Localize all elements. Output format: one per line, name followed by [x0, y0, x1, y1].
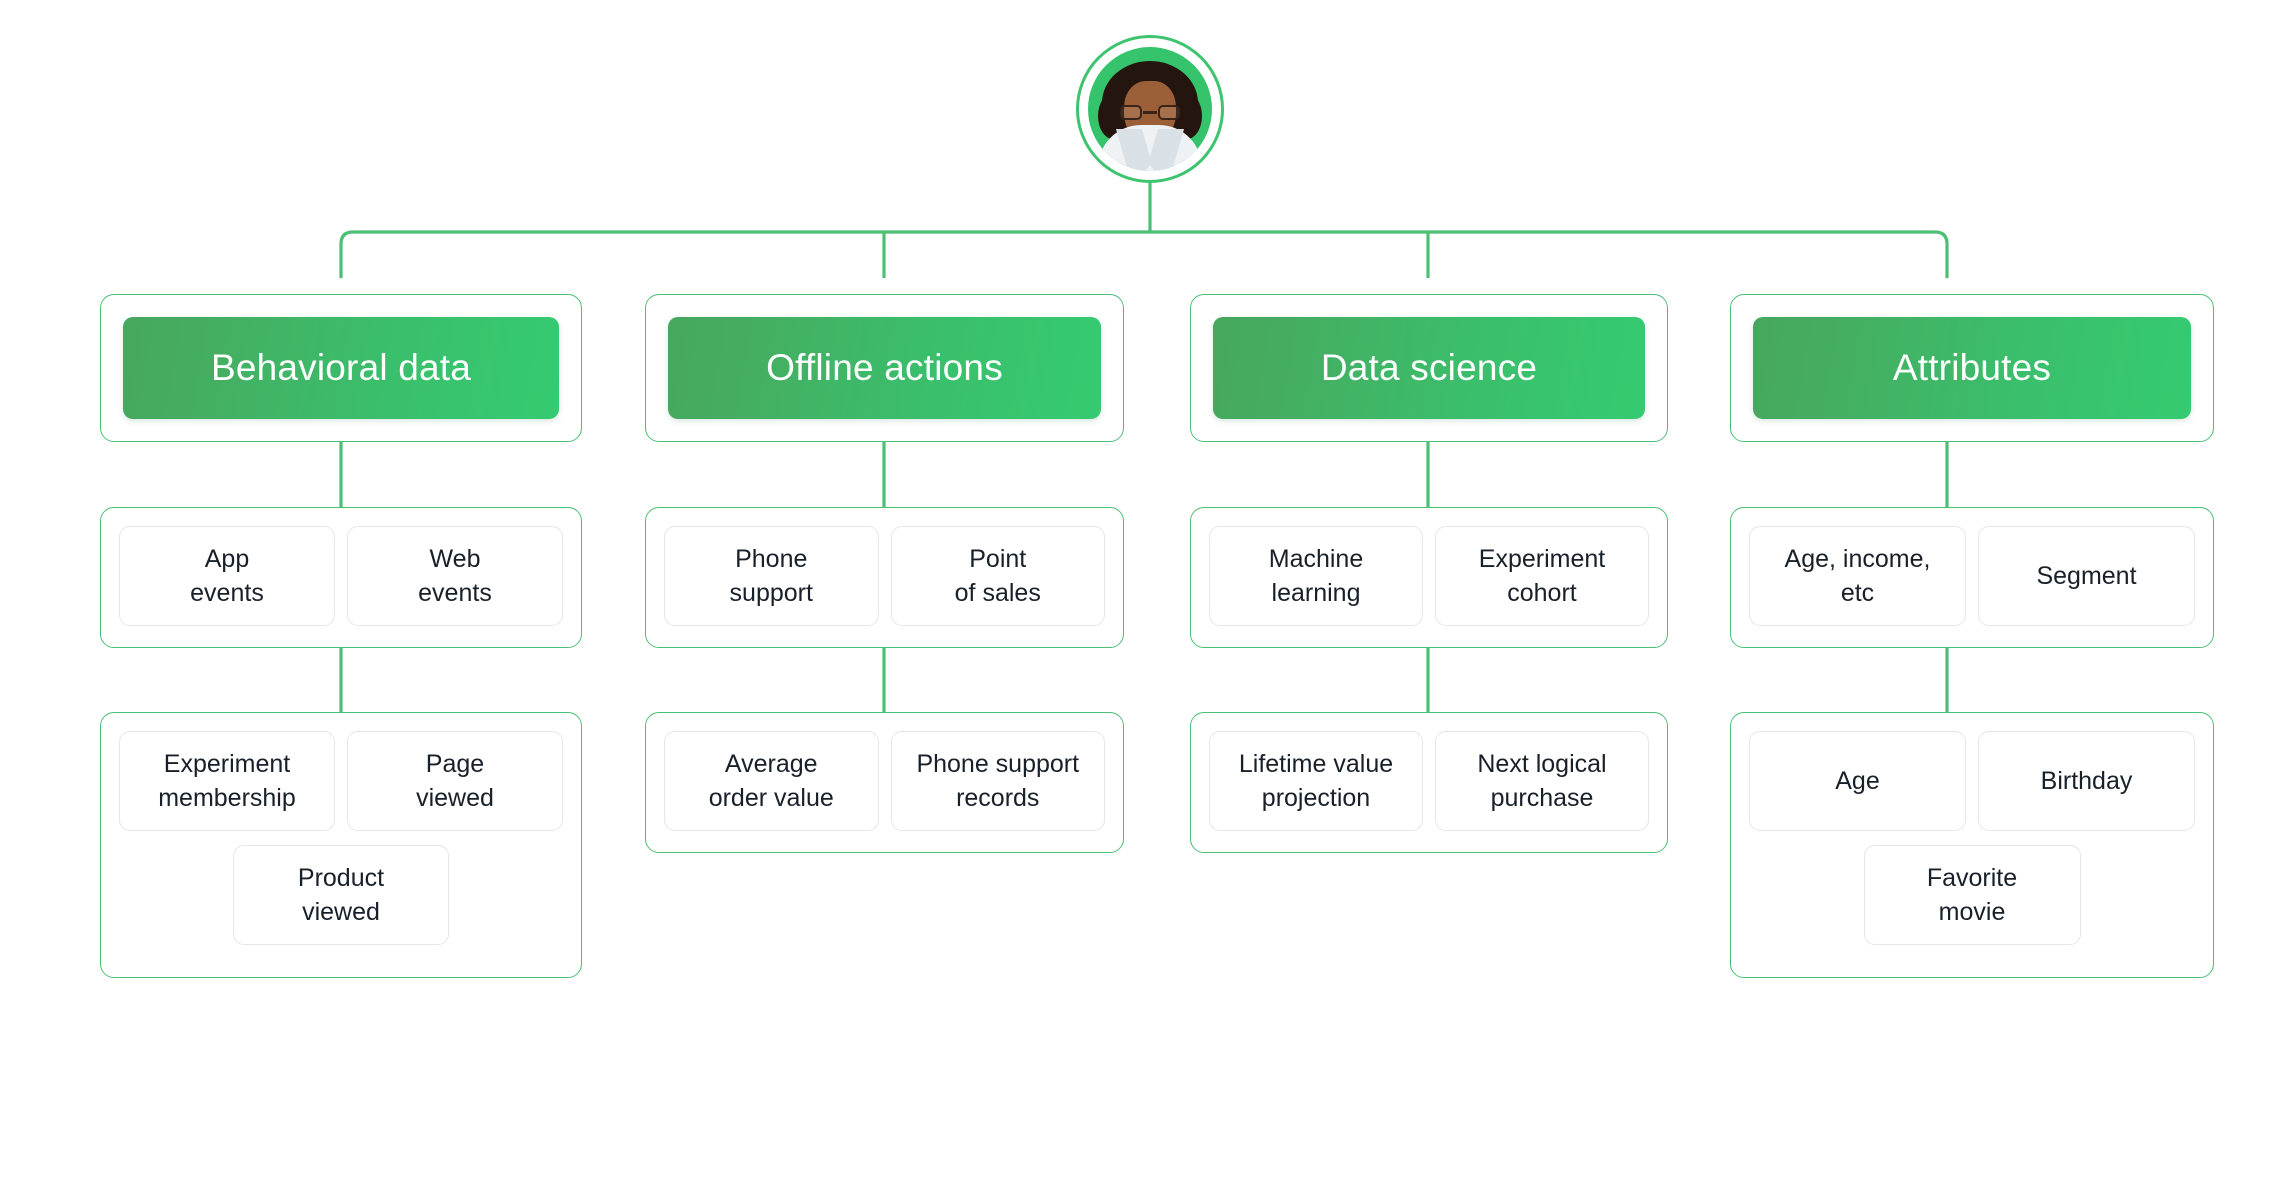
- glasses-lens-right: [1158, 105, 1180, 120]
- header-card-attributes[interactable]: Attributes: [1730, 294, 2214, 442]
- chip-age-income-etc[interactable]: Age, income,etc: [1749, 526, 1966, 626]
- user-avatar-photo-icon: [1088, 47, 1212, 171]
- root-avatar-node[interactable]: [1076, 35, 1224, 183]
- chip-segment[interactable]: Segment: [1978, 526, 2195, 626]
- row-card-attributes-row-1[interactable]: Age, income,etc Segment: [1730, 507, 2214, 648]
- glasses-icon: [1120, 105, 1180, 120]
- header-pill-offline-actions: Offline actions: [668, 317, 1101, 419]
- avatar-shirt: [1098, 125, 1202, 171]
- header-card-behavioral-data[interactable]: Behavioral data: [100, 294, 582, 442]
- glasses-lens-left: [1120, 105, 1142, 120]
- glasses-bridge: [1143, 111, 1157, 114]
- header-card-offline-actions[interactable]: Offline actions: [645, 294, 1124, 442]
- chip-birthday[interactable]: Birthday: [1978, 731, 2195, 831]
- chip-age[interactable]: Age: [1749, 731, 1966, 831]
- header-pill-behavioral-data: Behavioral data: [123, 317, 559, 419]
- header-pill-attributes: Attributes: [1753, 317, 2191, 419]
- header-label: Data science: [1320, 346, 1538, 388]
- header-card-data-science[interactable]: Data science: [1190, 294, 1668, 442]
- connector-bus: [339, 230, 1949, 278]
- header-pill-data-science: Data science: [1213, 317, 1645, 419]
- header-label: Offline actions: [766, 346, 1003, 388]
- avatar: [1088, 47, 1212, 171]
- header-label: Behavioral data: [210, 346, 472, 388]
- header-label: Attributes: [1892, 346, 2052, 388]
- chip-group: Age, income,etc Segment: [1731, 508, 2213, 647]
